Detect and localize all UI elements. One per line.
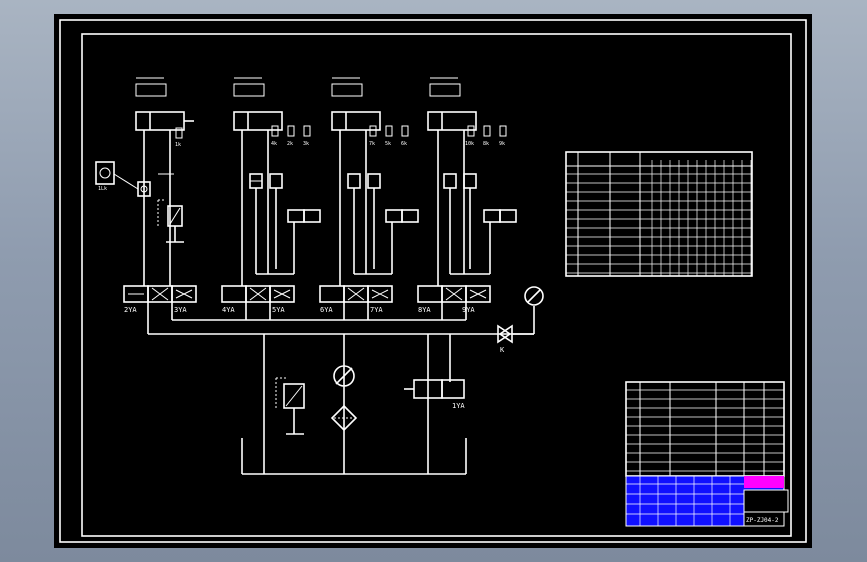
column-group-1: 1k 1Lk 2YA 3YA — [95, 77, 197, 334]
switch-label-1k: 1k — [175, 142, 181, 148]
unloading-valve-1ya: 1YA — [404, 379, 465, 410]
switch-label-7k: 7k — [369, 141, 375, 147]
switch-label-4k: 4k — [271, 141, 277, 147]
solenoid-label-1ya: 1YA — [452, 402, 465, 410]
switch-label-5k: 5k — [385, 141, 391, 147]
solenoid-label-5ya: 5YA — [272, 306, 285, 314]
switch-label-3k: 3k — [303, 141, 309, 147]
relief-valve-main — [275, 377, 305, 435]
switch-label-2k: 2k — [287, 141, 293, 147]
column-group-4: 10k 8k 9k 8YA 9YA — [417, 77, 517, 320]
column-group-3: 7k 5k 6k 6YA 7YA — [319, 77, 419, 320]
drawing-number: ZP-ZJ04-2 — [746, 517, 779, 524]
solenoid-label-6ya: 6YA — [320, 306, 333, 314]
switch-label-8k: 8k — [483, 141, 489, 147]
solenoid-label-2ya: 2YA — [124, 306, 137, 314]
pressure-gauge — [524, 286, 544, 306]
switch-label-10k: 10k — [465, 141, 474, 147]
switch-label-1lk: 1Lk — [98, 186, 107, 192]
column-group-2: 4k 2k 3k 4YA 5YA — [221, 77, 321, 320]
solenoid-label-7ya: 7YA — [370, 306, 383, 314]
title-block: ZP-ZJ04-2 — [625, 475, 789, 527]
main-pressure-lines — [148, 319, 534, 475]
solenoid-label-3ya: 3YA — [174, 306, 187, 314]
solenoid-label-4ya: 4YA — [222, 306, 235, 314]
table-rows-layer — [566, 160, 784, 526]
valve-label-k: K — [500, 346, 505, 354]
drawing-sheet: 1k 1Lk 2YA 3YA — [54, 14, 812, 548]
solenoid-label-8ya: 8YA — [418, 306, 431, 314]
check-valve-k: K — [497, 306, 535, 354]
switch-label-6k: 6k — [401, 141, 407, 147]
hydraulic-schematic: 1k 1Lk 2YA 3YA — [59, 19, 807, 543]
solenoid-label-9ya: 9YA — [462, 306, 475, 314]
switch-label-9k: 9k — [499, 141, 505, 147]
oil-filter — [330, 404, 358, 432]
hydraulic-pump — [333, 365, 355, 387]
